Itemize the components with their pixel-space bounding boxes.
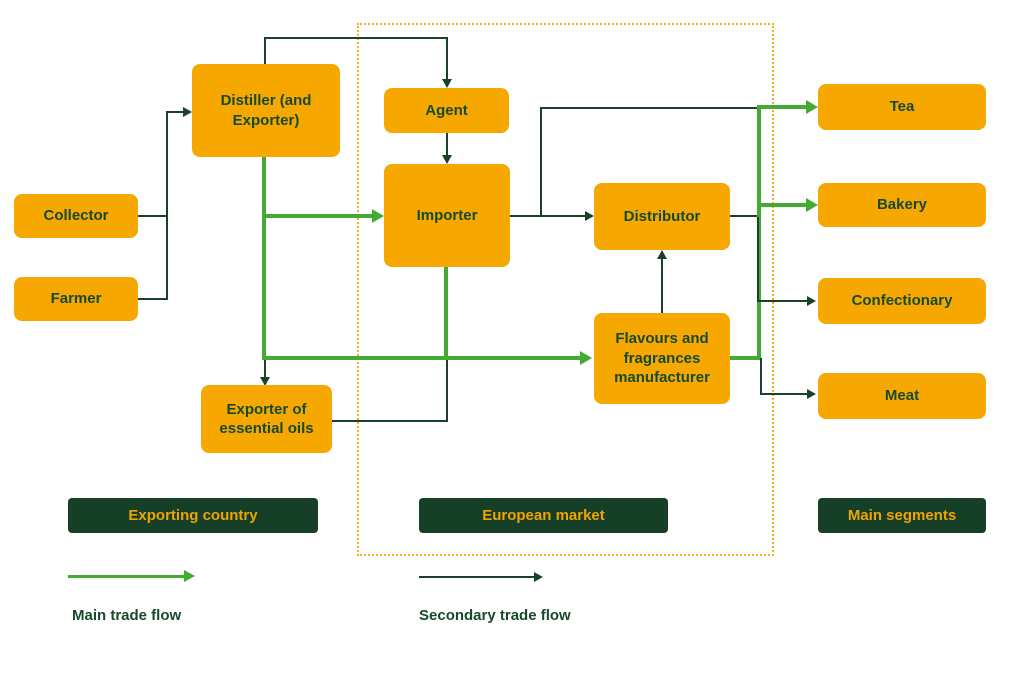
arrow-into-meat xyxy=(807,389,816,399)
legend-main-flow-label: Main trade flow xyxy=(72,607,182,624)
legend-main-flow-arrow xyxy=(184,570,195,582)
flow-suppliers-vertical xyxy=(166,111,168,300)
flow-distiller-to-agent-horizontal xyxy=(264,37,448,39)
arrow-into-agent xyxy=(442,79,452,88)
arrow-into-importer-left xyxy=(372,209,384,223)
legend-secondary-flow-line xyxy=(419,576,534,578)
node-distributor: Distributor xyxy=(594,183,730,250)
flow-into-exporter-oils-line xyxy=(264,358,266,378)
arrow-into-confectionary xyxy=(807,296,816,306)
arrow-into-flavours xyxy=(580,351,592,365)
arrow-into-distributor-bottom xyxy=(657,250,667,259)
flow-importer-to-distributor-line xyxy=(510,215,586,217)
node-farmer: Farmer xyxy=(14,277,138,321)
flow-to-meat-line xyxy=(760,393,807,395)
flow-to-importer-line xyxy=(262,214,372,218)
flow-trunk-dark-lower xyxy=(760,358,762,395)
flow-to-tea-line xyxy=(757,105,806,109)
group-european-market: European market xyxy=(419,498,668,533)
flow-distiller-down-vertical xyxy=(262,157,266,360)
node-importer: Importer xyxy=(384,164,510,267)
legend-secondary-flow-arrow xyxy=(534,572,543,582)
flow-to-distiller-line xyxy=(166,111,183,113)
arrow-into-distributor xyxy=(585,211,594,221)
arrow-into-bakery xyxy=(806,198,818,212)
flow-to-bakery-line xyxy=(757,203,806,207)
flow-exporter-oils-vertical xyxy=(446,358,448,422)
arrow-into-importer-top xyxy=(442,155,452,164)
flow-collector-line xyxy=(138,215,168,217)
european-market-region-border xyxy=(357,23,774,556)
flow-flavours-to-distributor-line xyxy=(661,259,663,313)
arrow-into-tea xyxy=(806,100,818,114)
node-meat: Meat xyxy=(818,373,986,419)
node-bakery: Bakery xyxy=(818,183,986,227)
group-exporting-country: Exporting country xyxy=(68,498,318,533)
group-main-segments: Main segments xyxy=(818,498,986,533)
node-distiller: Distiller (and Exporter) xyxy=(192,64,340,157)
flow-importer-down-vertical xyxy=(444,267,448,360)
legend-main-flow-line xyxy=(68,575,184,578)
flow-flavours-right-line xyxy=(730,356,761,360)
node-collector: Collector xyxy=(14,194,138,238)
flow-trunk-dark-upper xyxy=(757,217,759,301)
node-agent: Agent xyxy=(384,88,509,133)
flow-to-confectionary-line xyxy=(757,300,807,302)
flow-to-tea-horizontal xyxy=(540,107,758,109)
node-tea: Tea xyxy=(818,84,986,130)
flow-into-agent-vertical xyxy=(446,37,448,81)
flow-main-horizontal xyxy=(262,356,580,360)
arrow-to-distiller xyxy=(183,107,192,117)
node-exporter-essential-oils: Exporter of essential oils xyxy=(201,385,332,453)
flow-exporter-oils-horizontal xyxy=(332,420,448,422)
legend-secondary-flow-label: Secondary trade flow xyxy=(419,607,571,624)
flow-agent-to-importer-line xyxy=(446,133,448,157)
flow-distiller-top-vertical xyxy=(264,37,266,64)
flow-importer-up-vertical xyxy=(540,107,542,217)
node-confectionary: Confectionary xyxy=(818,278,986,324)
node-flavours-manufacturer: Flavours and fragrances manufacturer xyxy=(594,313,730,404)
arrow-into-exporter-oils xyxy=(260,377,270,386)
flow-trunk-green-vertical xyxy=(757,105,761,360)
flow-distributor-right-line xyxy=(730,215,761,217)
flow-farmer-line xyxy=(138,298,168,300)
